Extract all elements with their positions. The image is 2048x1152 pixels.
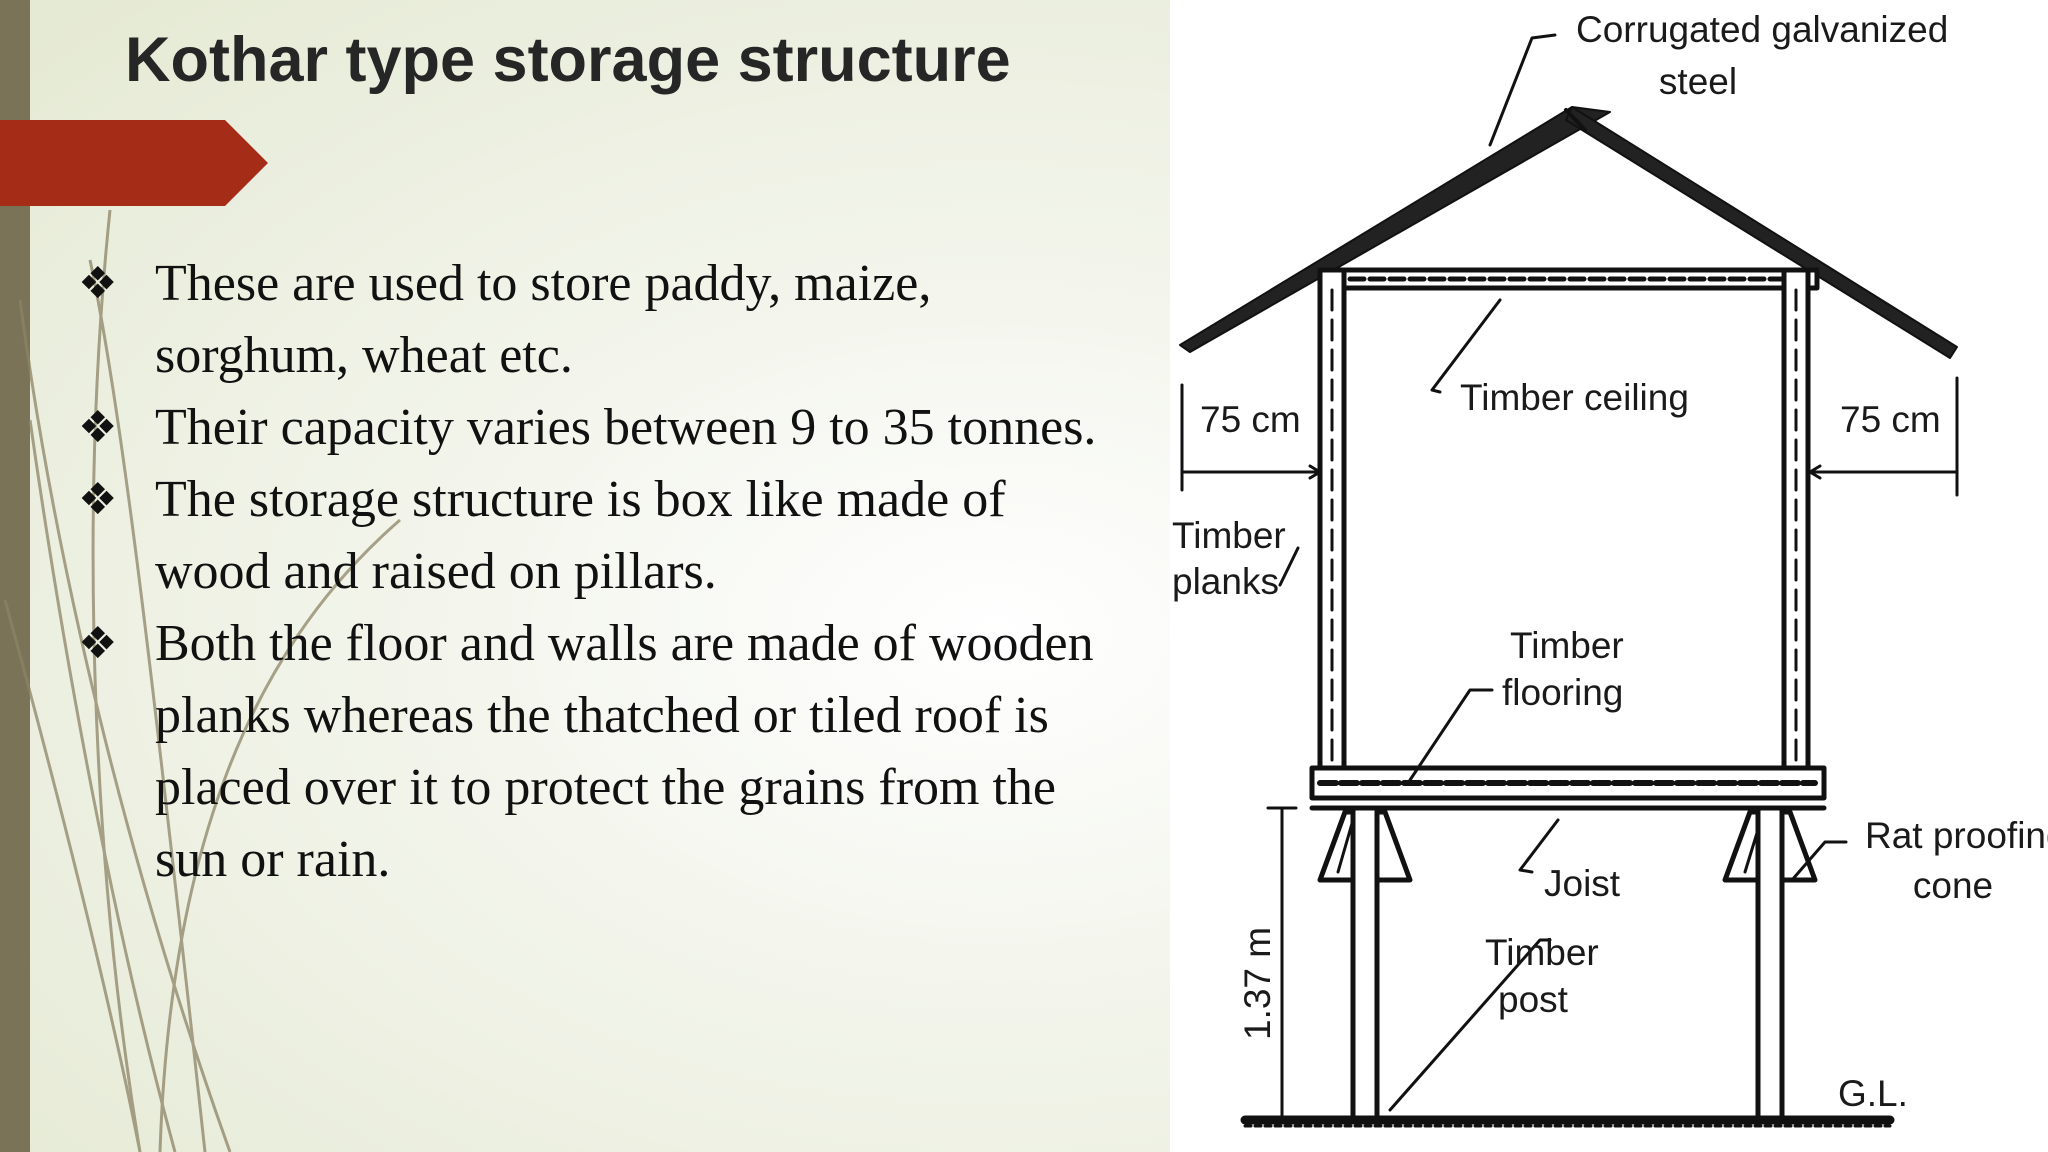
bullet-text: These are used to store paddy, maize, so…: [155, 255, 932, 384]
bullet-item: ❖ The storage structure is box like made…: [78, 464, 1128, 608]
label-timber-ceiling: Timber ceiling: [1460, 377, 1689, 418]
label-corrugated-galvanized: Corrugated galvanized: [1576, 9, 1948, 50]
bullet-text: The storage structure is box like made o…: [155, 471, 1006, 600]
bullet-text: Their capacity varies between 9 to 35 to…: [155, 399, 1097, 456]
grass-decoration: [3, 209, 401, 1152]
bullet-item: ❖ These are used to store paddy, maize, …: [78, 248, 1128, 392]
four-diamond-bullet-icon: ❖: [78, 258, 118, 309]
kothar-structure-diagram: Corrugated galvanized steel Timber ceili…: [1170, 0, 2048, 1152]
left-timber-post: [1350, 805, 1380, 1123]
label-steel: steel: [1659, 61, 1737, 102]
bullet-item: ❖ Their capacity varies between 9 to 35 …: [78, 392, 1128, 464]
label-joist: Joist: [1544, 863, 1621, 904]
label-rat-proofing: Rat proofing: [1865, 815, 2048, 856]
bullet-text: Both the floor and walls are made of woo…: [155, 615, 1094, 888]
label-timber-flooring-1: Timber: [1510, 625, 1624, 666]
accent-arrow-shape: [0, 120, 268, 206]
label-timber-flooring-2: flooring: [1502, 672, 1623, 713]
four-diamond-bullet-icon: ❖: [78, 402, 118, 453]
roof-right-slope: [1565, 106, 1958, 359]
kothar-diagram-svg: Corrugated galvanized steel Timber ceili…: [1172, 9, 2048, 1128]
label-timber-planks-1: Timber: [1172, 515, 1286, 556]
label-right-75cm: 75 cm: [1840, 399, 1941, 440]
roof-ridge: [1564, 108, 1587, 132]
label-timber-planks-2: planks: [1172, 561, 1279, 602]
label-timber-post-2: post: [1498, 979, 1569, 1020]
label-cone: cone: [1913, 865, 1993, 906]
label-timber-post-1: Timber: [1485, 932, 1599, 973]
bullet-list: ❖ These are used to store paddy, maize, …: [78, 248, 1128, 896]
label-ground-level: G.L.: [1838, 1073, 1908, 1114]
bullet-item: ❖ Both the floor and walls are made of w…: [78, 608, 1128, 896]
label-height: 1.37 m: [1237, 927, 1278, 1040]
right-timber-post: [1755, 805, 1785, 1123]
four-diamond-bullet-icon: ❖: [78, 618, 118, 669]
label-left-75cm: 75 cm: [1200, 399, 1301, 440]
roof-left-slope: [1179, 106, 1611, 353]
slide-title: Kothar type storage structure: [125, 25, 1011, 95]
four-diamond-bullet-icon: ❖: [78, 474, 118, 525]
